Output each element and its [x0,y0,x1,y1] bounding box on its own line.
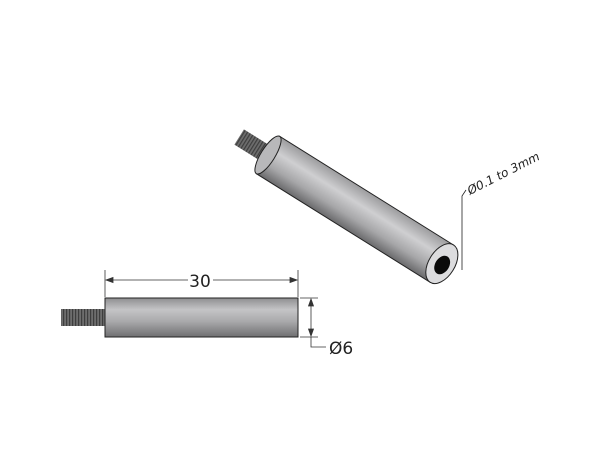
diameter-dimension-label: Ø6 [329,339,353,359]
side-thread [61,309,105,326]
diameter-dimension [300,297,326,348]
length-dimension-label: 30 [189,272,211,292]
isometric-view [234,129,459,285]
side-view [61,297,299,338]
hole-annotation: Ø0.1 to 3mm [464,149,542,198]
side-body [104,297,299,338]
iso-body [255,135,455,283]
hole-leader-line [461,189,467,270]
iso-hole [434,255,451,275]
iso-back-end [254,135,282,175]
length-dimension [104,270,299,297]
